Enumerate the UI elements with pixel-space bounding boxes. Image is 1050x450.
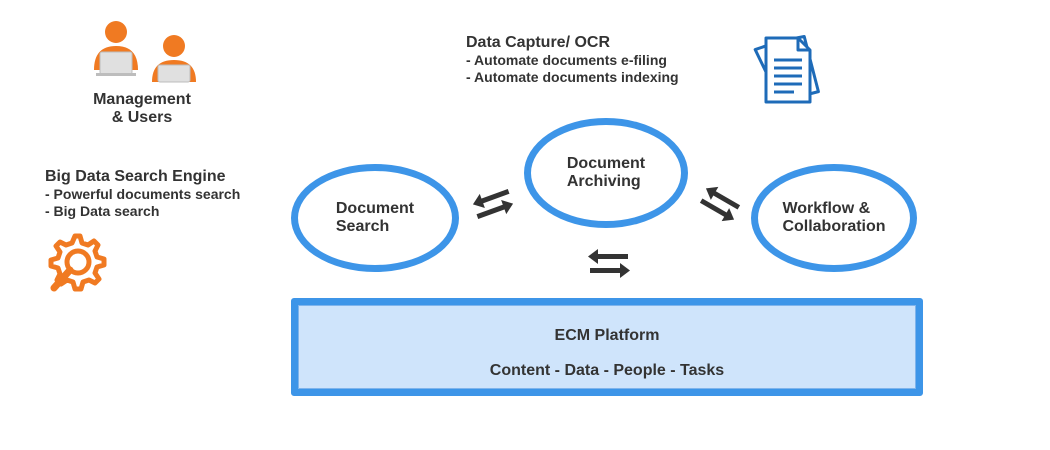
workflow-collaboration-node: Workflow & Collaboration [751, 164, 917, 272]
management-users-label: Management & Users [72, 91, 212, 127]
node-label-line: Archiving [566, 173, 641, 190]
exchange-arrows-icon [470, 186, 516, 222]
ecm-platform-box: ECM Platform Content - Data - People - T… [291, 298, 923, 396]
big-data-title: Big Data Search Engine [45, 168, 226, 185]
platform-subtitle: Content - Data - People - Tasks [489, 362, 725, 379]
big-data-list: - Powerful documents search - Big Data s… [45, 186, 240, 220]
node-label-line: Search [335, 218, 390, 235]
users-icon [88, 18, 208, 84]
node-label-line: Workflow & [782, 200, 871, 217]
document-search-node: Document Search [291, 164, 459, 272]
exchange-arrows-icon [696, 184, 744, 224]
exchange-arrows-icon [586, 246, 632, 282]
data-capture-item: - Automate documents indexing [466, 69, 679, 85]
node-label-line: Collaboration [782, 218, 886, 235]
data-capture-title: Data Capture/ OCR [466, 34, 611, 51]
big-data-item: - Big Data search [45, 203, 160, 219]
management-label-line2: & Users [111, 109, 173, 126]
data-capture-item: - Automate documents e-filing [466, 52, 667, 68]
node-label-line: Document [566, 155, 646, 172]
data-capture-list: - Automate documents e-filing - Automate… [466, 52, 679, 86]
document-archiving-node: Document Archiving [524, 118, 688, 228]
document-archiving-label: Document Archiving [567, 155, 645, 191]
big-data-item: - Powerful documents search [45, 186, 241, 202]
workflow-collaboration-label: Workflow & Collaboration [782, 200, 885, 236]
document-search-label: Document Search [336, 200, 414, 236]
documents-icon [750, 30, 830, 106]
platform-title: ECM Platform [554, 327, 660, 344]
node-label-line: Document [335, 200, 415, 217]
search-gear-icon [40, 230, 110, 296]
management-label-line1: Management [93, 91, 191, 108]
